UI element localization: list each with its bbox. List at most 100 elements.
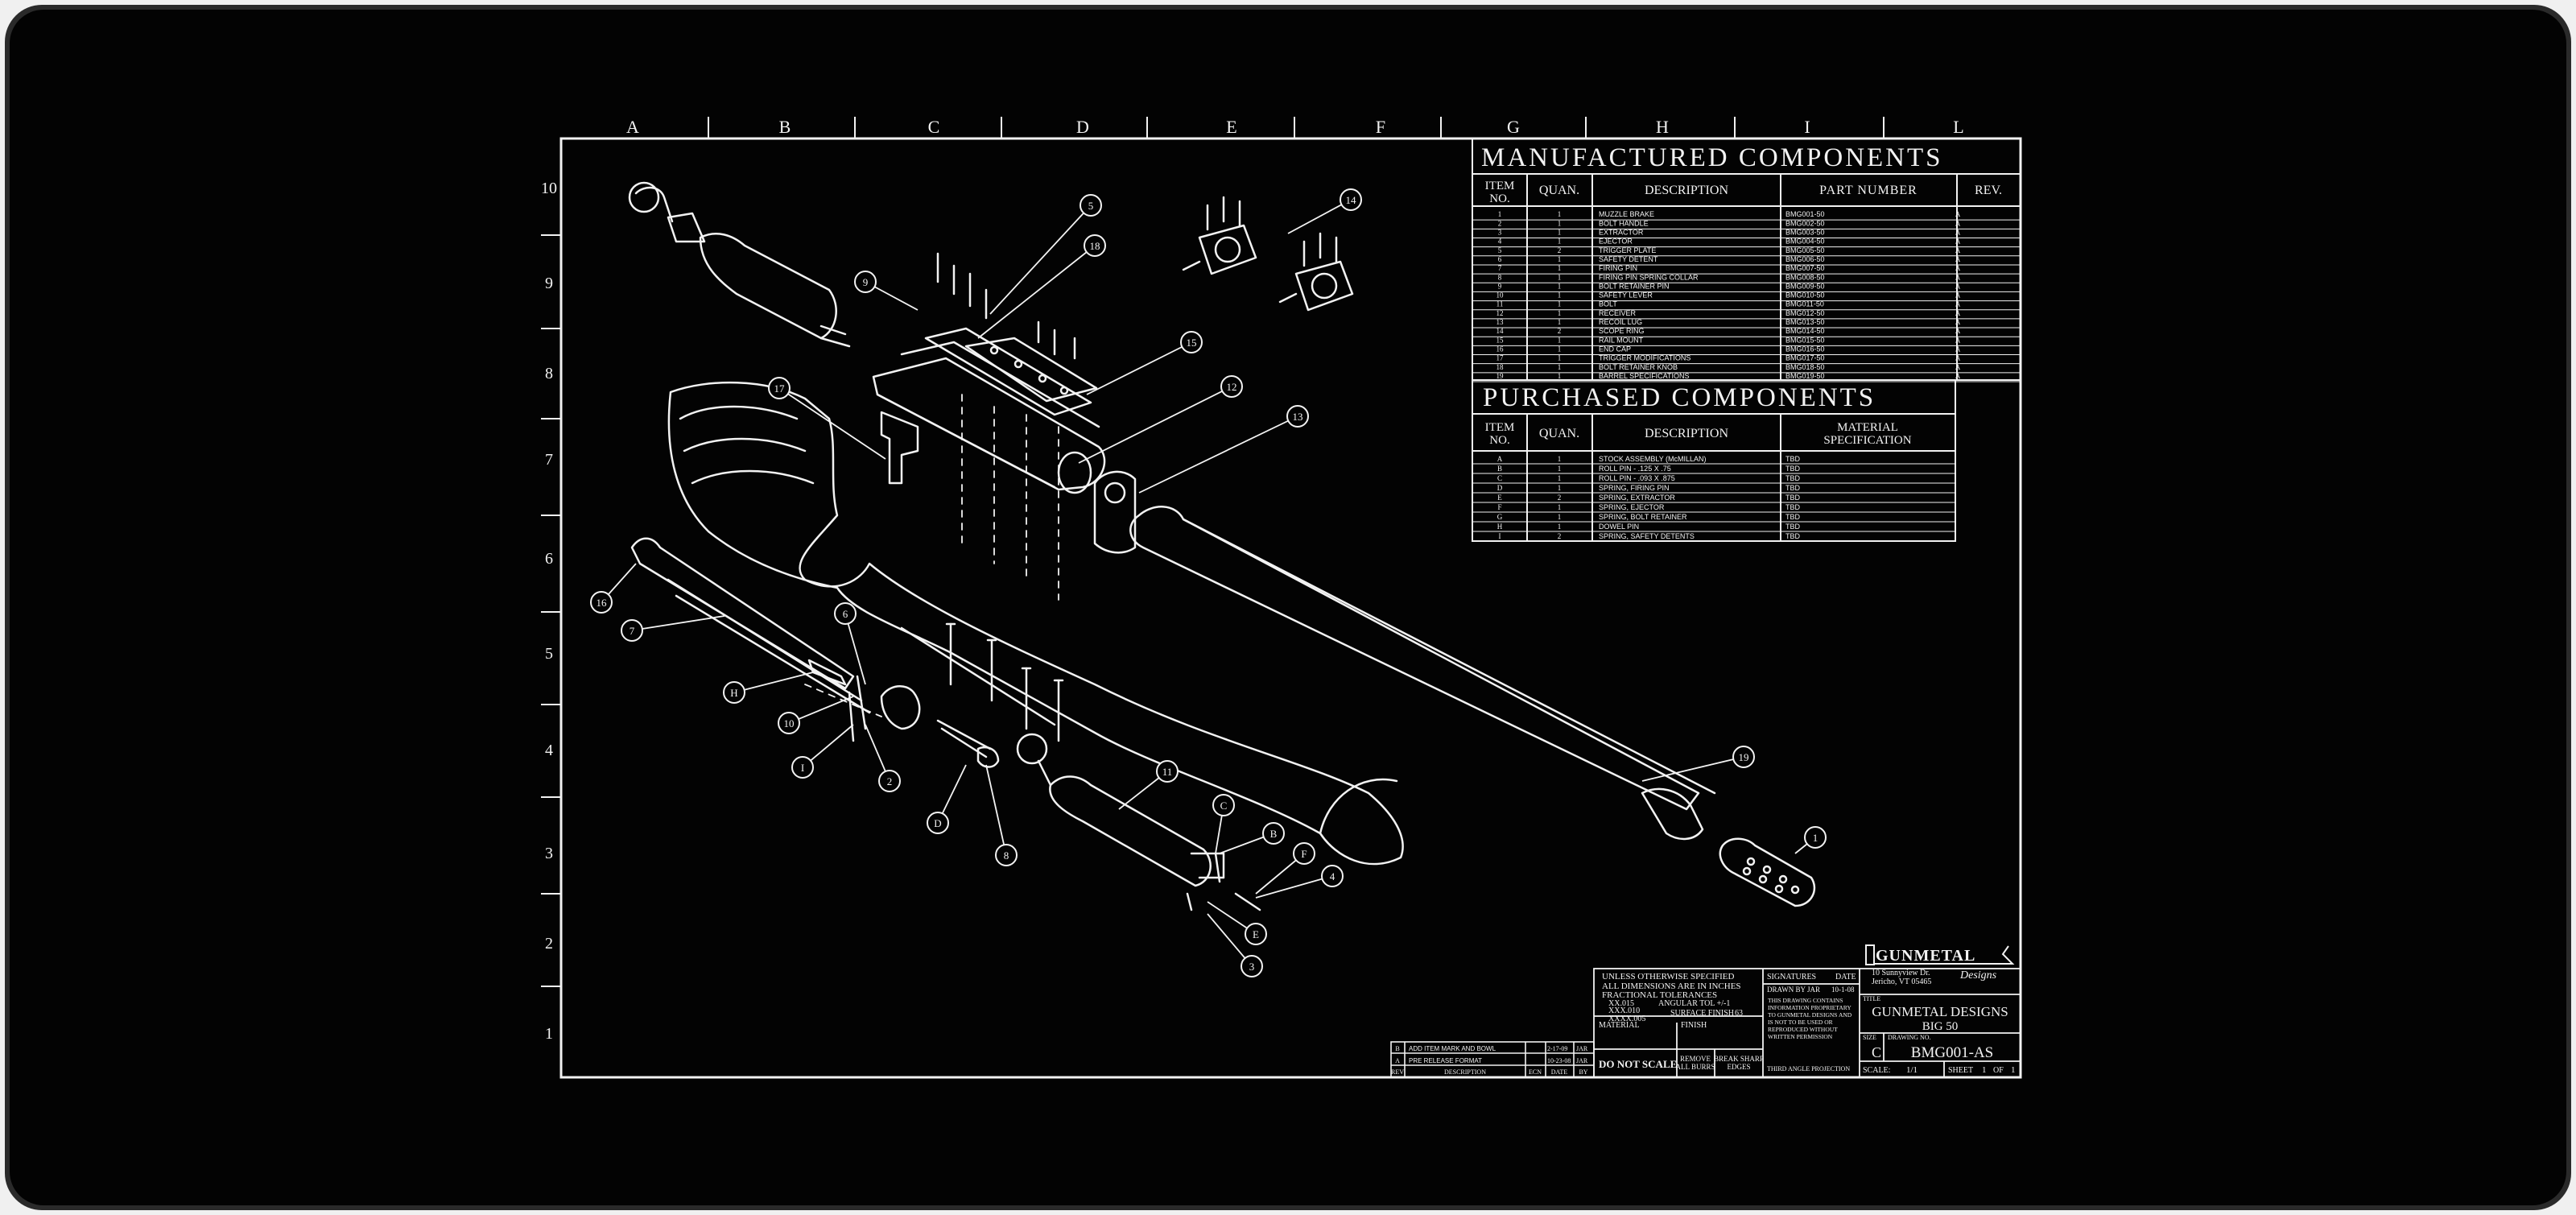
recoil-lug — [1093, 470, 1137, 554]
pur-spec: TBD — [1785, 523, 1801, 531]
balloon-circle — [927, 812, 949, 834]
drawn-label: DRAWN BY — [1767, 986, 1806, 994]
balloon-label: 5 — [1088, 200, 1094, 212]
pur-desc: ROLL PIN - .093 X .875 — [1599, 474, 1675, 482]
column-letter: L — [1953, 117, 1963, 137]
balloon-label: 4 — [1330, 870, 1335, 882]
mfg-quan: 1 — [1558, 273, 1562, 281]
row-number: 3 — [545, 845, 553, 862]
mfg-quan: 1 — [1558, 363, 1562, 371]
dims-note: ALL DIMENSIONS ARE IN INCHES — [1602, 982, 1741, 991]
balloon-label: 2 — [887, 775, 893, 787]
balloon-label: 14 — [1346, 194, 1357, 206]
mfg-part-number: BMG017-50 — [1785, 354, 1825, 362]
dwg-number: BMG001-AS — [1911, 1044, 1993, 1061]
sheet-total: 1 — [2011, 1065, 2016, 1075]
mfg-part-number: BMG002-50 — [1785, 219, 1825, 227]
pur-spec: TBD — [1785, 513, 1801, 521]
balloon-circle — [768, 377, 791, 399]
pur-desc: SPRING, SAFETY DETENTS — [1599, 532, 1695, 540]
leader-line — [989, 205, 1092, 315]
balloon-9: 9 — [854, 271, 919, 311]
leader-line — [778, 387, 886, 460]
balloon-c: C — [1212, 794, 1235, 854]
balloon-circle — [1241, 955, 1263, 977]
mfg-quan: 1 — [1558, 219, 1562, 227]
size-value: C — [1872, 1044, 1881, 1060]
firing-pin-assembly — [630, 537, 1000, 768]
row-number: 10 — [541, 180, 557, 197]
mfg-item-no: 1 — [1498, 210, 1502, 218]
pur-item-no: F — [1497, 503, 1501, 511]
tol1: XX.015 — [1608, 999, 1634, 1008]
mfg-desc: TRIGGER MODIFICATIONS — [1599, 354, 1690, 362]
balloon-label: 16 — [597, 597, 608, 609]
mfg-part-number: BMG010-50 — [1785, 291, 1825, 300]
pur-header-desc: DESCRIPTION — [1645, 427, 1728, 440]
rev-letter: A — [1395, 1057, 1400, 1064]
mfg-header-item2: NO. — [1489, 192, 1509, 205]
mfg-item-no: 5 — [1498, 246, 1502, 254]
barrel — [1129, 506, 1716, 841]
balloon-19: 19 — [1641, 746, 1755, 782]
mfg-part-number: BMG004-50 — [1785, 238, 1825, 246]
mfg-part-number: BMG016-50 — [1785, 345, 1825, 353]
balloon-6: 6 — [834, 602, 866, 685]
balloon-f: F — [1255, 842, 1315, 895]
balloon-label: 3 — [1249, 961, 1255, 973]
leader-line — [977, 245, 1096, 339]
bolt-lower — [1016, 733, 1225, 887]
row-number: 2 — [545, 935, 553, 953]
mfg-item-no: 2 — [1498, 219, 1502, 227]
mfg-desc: END CAP — [1599, 345, 1631, 353]
mfg-desc: SAFETY DETENT — [1599, 255, 1658, 263]
balloon-8: 8 — [985, 764, 1018, 866]
balloon-label: 7 — [630, 625, 635, 637]
third-angle: THIRD ANGLE PROJECTION — [1767, 1065, 1850, 1072]
leader-line — [1078, 386, 1232, 464]
column-letter: A — [626, 117, 639, 137]
balloon-4: 4 — [1255, 865, 1344, 899]
balloon-label: H — [730, 687, 737, 699]
address-2: Jericho, VT 05465 — [1872, 977, 1931, 986]
leader-line — [1255, 875, 1333, 899]
rev-letter: B — [1395, 1045, 1399, 1052]
pur-desc: SPRING, FIRING PIN — [1599, 484, 1670, 492]
balloon-label: 17 — [774, 382, 786, 395]
manufactured-title: MANUFACTURED COMPONENTS — [1481, 143, 1943, 172]
logo-mark — [1865, 944, 2015, 965]
balloon-circle — [1220, 375, 1243, 398]
pur-spec: TBD — [1785, 494, 1801, 502]
mfg-rev: A — [1955, 345, 1961, 353]
column-letter: F — [1376, 117, 1385, 137]
mfg-item-no: 7 — [1498, 264, 1502, 272]
mfg-quan: 1 — [1558, 282, 1562, 290]
company-sub: Designs — [1959, 969, 1997, 982]
mfg-header-item: ITEM — [1485, 180, 1515, 192]
mfg-part-number: BMG011-50 — [1785, 300, 1824, 308]
material-label: MATERIAL — [1599, 1021, 1640, 1030]
leader-line — [1641, 756, 1744, 782]
pur-quan: 1 — [1558, 513, 1562, 521]
mfg-rev: A — [1955, 318, 1961, 326]
pur-item-no: C — [1497, 474, 1502, 482]
leader-line — [1086, 341, 1192, 395]
balloon-circle — [834, 602, 857, 625]
scale-value: 1/1 — [1906, 1065, 1918, 1075]
purchased-title: PURCHASED COMPONENTS — [1483, 383, 1876, 412]
balloon-circle — [1080, 194, 1102, 217]
signatures-label: SIGNATURES — [1767, 973, 1816, 982]
balloon-2: 2 — [865, 724, 901, 792]
balloon-label: F — [1301, 848, 1307, 860]
mfg-quan: 2 — [1558, 246, 1562, 254]
mfg-part-number: BMG005-50 — [1785, 246, 1825, 254]
pur-spec: TBD — [1785, 465, 1801, 473]
balloon-e: E — [1207, 901, 1267, 945]
balloon-label: 15 — [1187, 337, 1197, 349]
balloon-circle — [1321, 865, 1344, 887]
leader-line — [788, 696, 854, 724]
manufactured-components-table — [1472, 138, 2021, 381]
